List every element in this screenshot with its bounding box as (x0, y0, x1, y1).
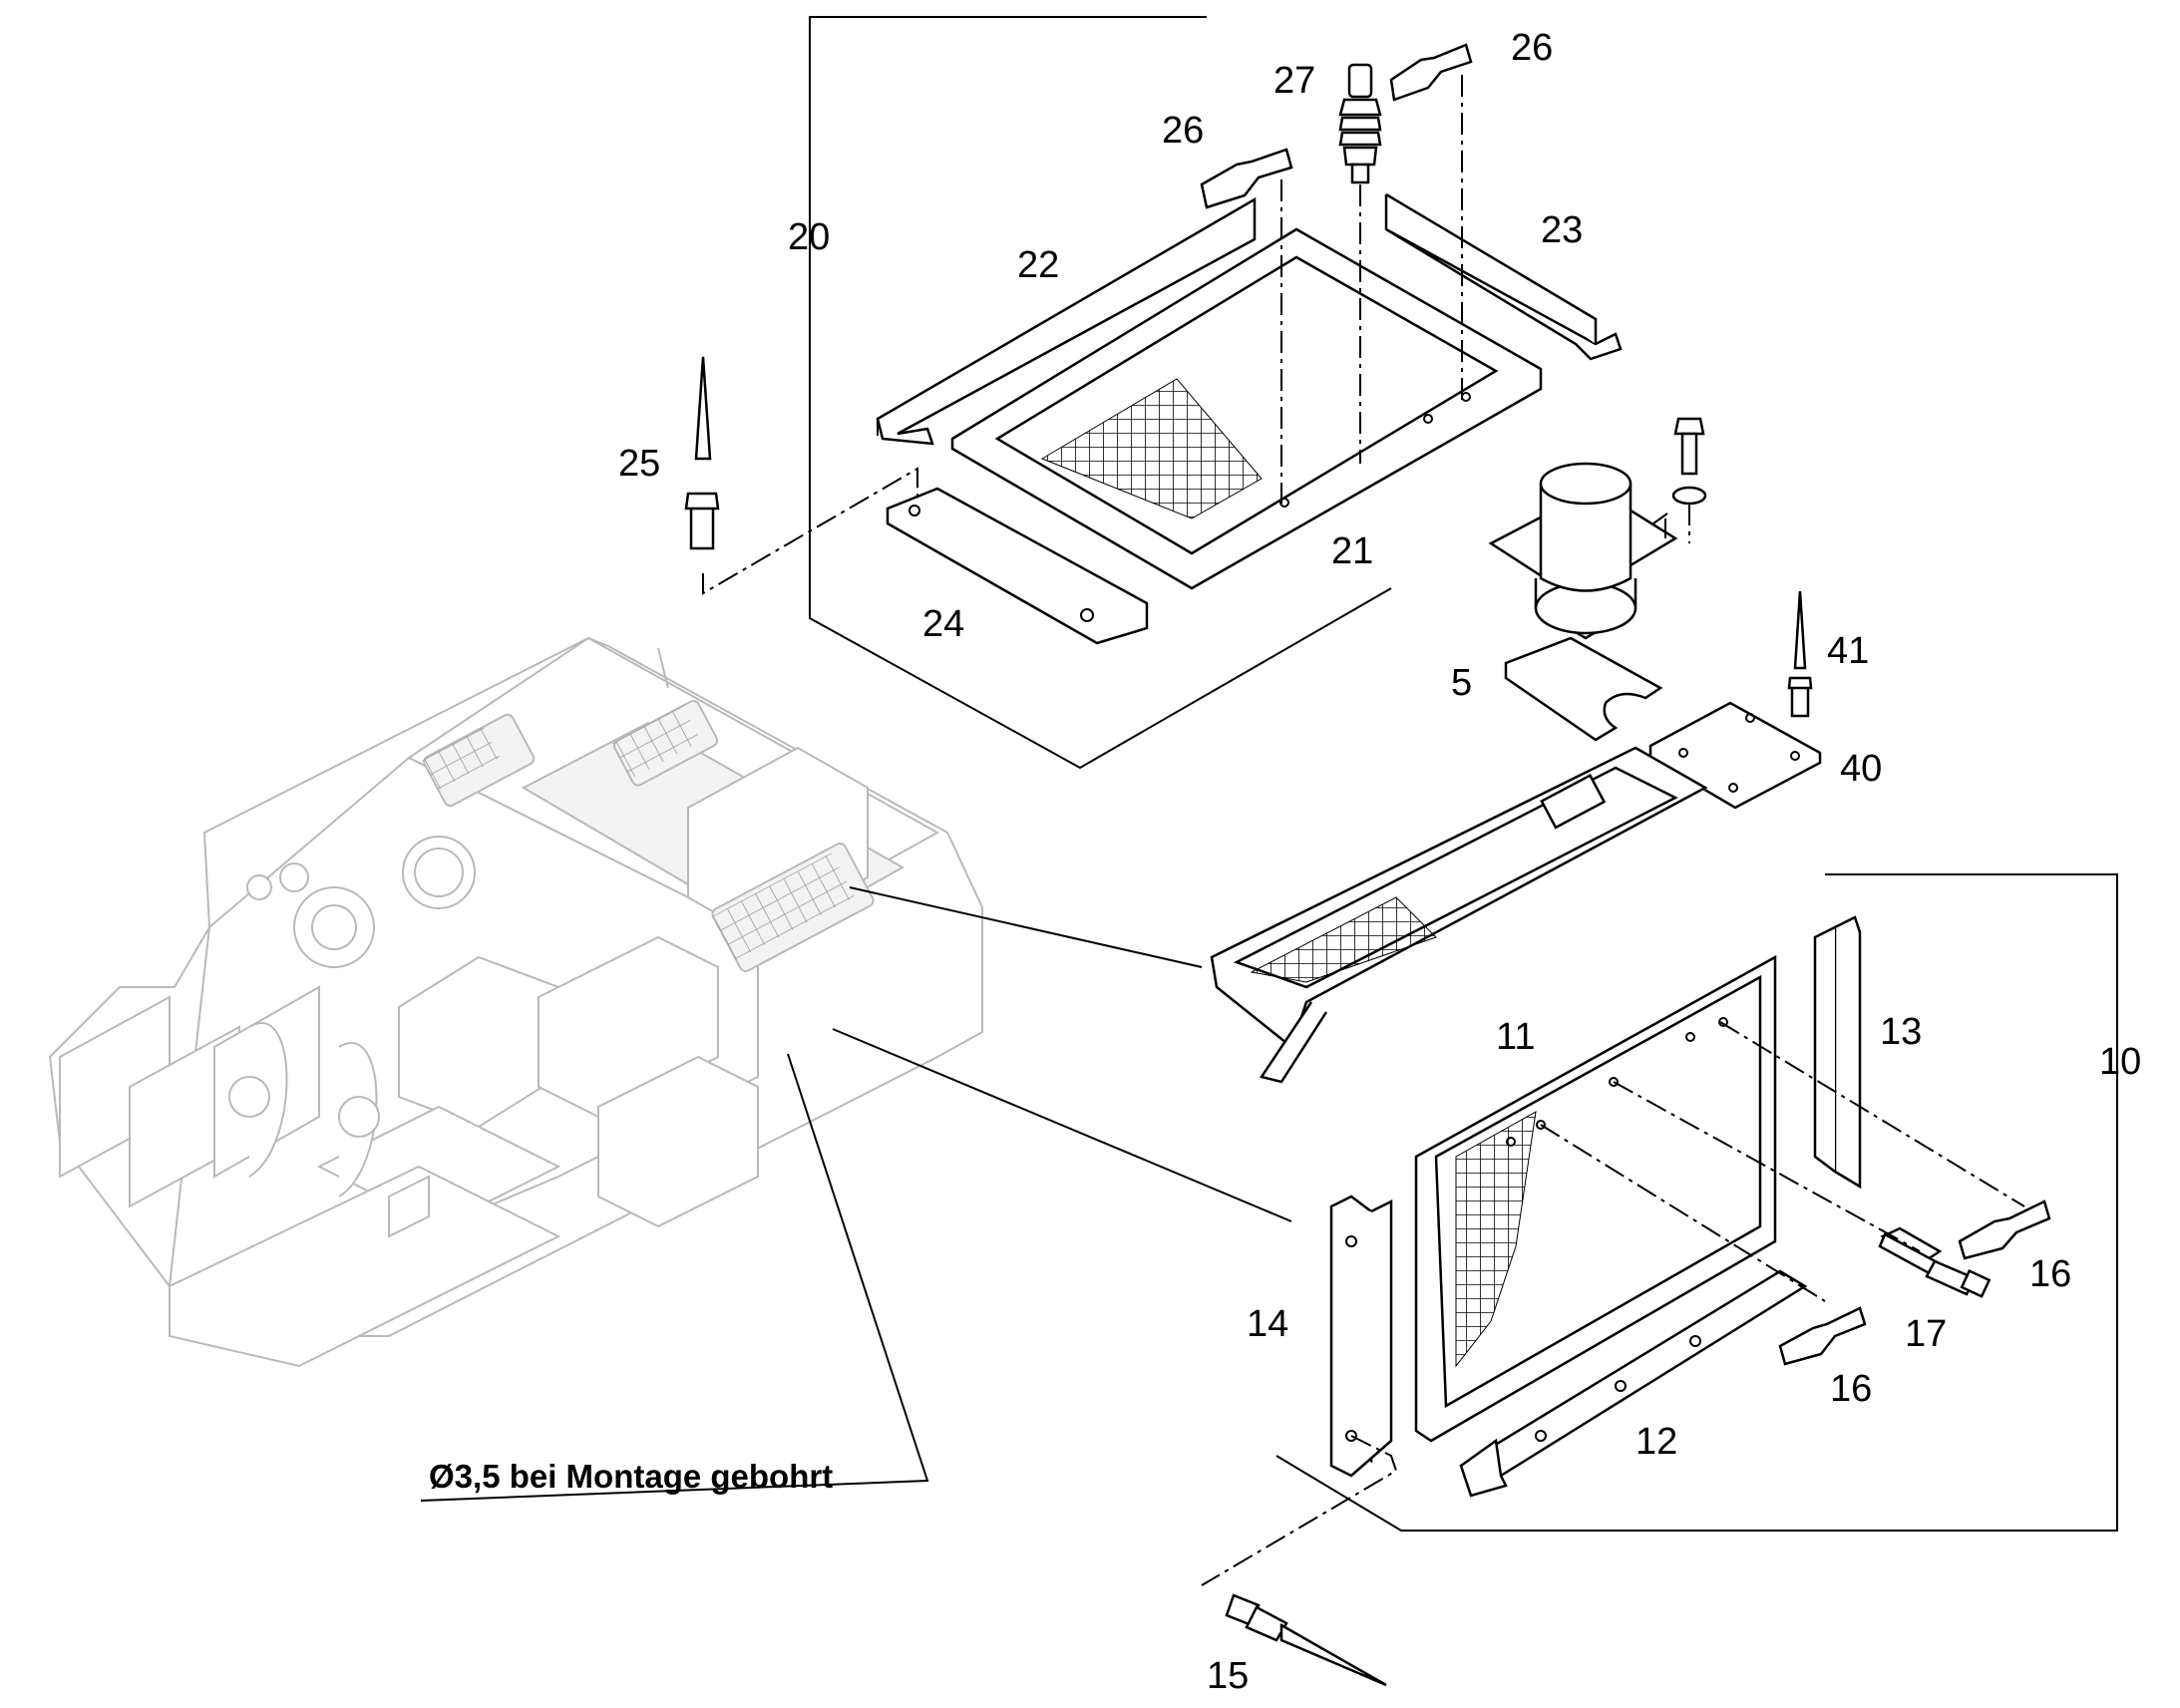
cylinder-mount (1488, 462, 1678, 640)
machine-body (48, 636, 983, 1368)
callout-24: 24 (922, 603, 964, 645)
callout-15: 15 (1207, 1655, 1249, 1697)
rivet-41 (1787, 590, 1813, 718)
top-screen-frame (950, 227, 1543, 590)
group-10-bracket (1275, 873, 2118, 1532)
group-20-bracket (809, 16, 1392, 770)
angle-strip-22 (876, 196, 1257, 446)
callout-11: 11 (1496, 1016, 1535, 1058)
side-panel-assembled (1210, 746, 1708, 1084)
callout-16-right: 16 (2029, 1253, 2071, 1295)
callout-22: 22 (1017, 244, 1059, 286)
callout-41: 41 (1827, 630, 1869, 672)
leader-lines (420, 886, 1292, 1502)
screw-and-washer (1671, 417, 1707, 543)
callout-40: 40 (1840, 748, 1882, 790)
callout-17: 17 (1905, 1313, 1947, 1355)
callout-16-lower: 16 (1830, 1368, 1872, 1410)
callout-14: 14 (1247, 1303, 1288, 1345)
assembly-centerlines-top (702, 75, 1463, 595)
rivet-15 (1225, 1593, 1387, 1687)
clip-16-right (1958, 1199, 2051, 1260)
angle-strip-23 (1384, 192, 1623, 361)
callout-13: 13 (1880, 1011, 1922, 1053)
callout-26-top-right: 26 (1511, 27, 1553, 69)
angle-strip-14 (1329, 1195, 1393, 1478)
callouts: 26 27 26 20 22 23 25 21 24 41 5 40 11 13… (618, 27, 2141, 1697)
callout-20: 20 (788, 216, 830, 258)
callout-21: 21 (1331, 530, 1373, 572)
angle-strip-24 (886, 487, 1149, 645)
clip-26-right (1389, 43, 1473, 102)
clip-26-left (1200, 148, 1293, 209)
clip-16-lower (1778, 1306, 1867, 1366)
callout-12: 12 (1635, 1421, 1677, 1463)
push-pin-27 (1338, 63, 1382, 184)
callout-25: 25 (618, 443, 660, 485)
shim-plate-5 (1504, 636, 1663, 742)
assembly-centerlines-side (1201, 1021, 2025, 1586)
callout-23: 23 (1541, 209, 1583, 251)
push-pin-17 (1878, 1226, 1992, 1298)
callout-27: 27 (1273, 60, 1315, 102)
angle-strip-13 (1813, 915, 1862, 1190)
callout-26-top-left: 26 (1162, 110, 1204, 152)
drilling-note: Ø3,5 bei Montage gebohrt (429, 1458, 833, 1495)
callout-10: 10 (2099, 1041, 2141, 1083)
mesh-frame-11 (1414, 954, 1777, 1443)
rivet-25 (684, 356, 720, 550)
callout-5: 5 (1451, 662, 1472, 704)
angle-strip-12 (1459, 1269, 1808, 1498)
